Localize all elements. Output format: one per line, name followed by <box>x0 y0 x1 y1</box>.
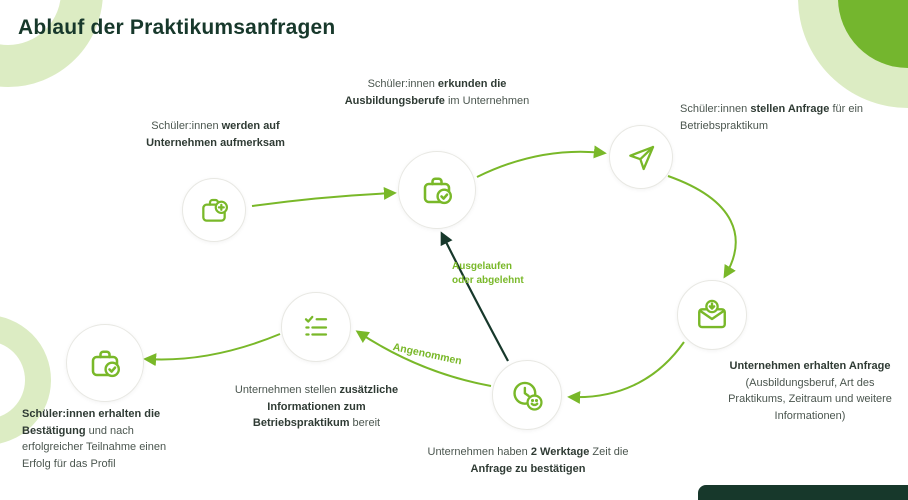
node-zusatzinfo <box>281 292 351 362</box>
node-aufmerksam <box>182 178 246 242</box>
briefcase-check-icon <box>423 177 452 205</box>
arrow-werktage-zusatzinfo <box>355 330 492 387</box>
label-bestaetigung: Schüler:innen erhalten die Bestätigung u… <box>22 408 167 470</box>
corner-arc-bottom-left <box>0 316 51 444</box>
arrow-werktage-erkunden-declined <box>440 231 509 362</box>
corner-arc-top-left <box>0 0 103 87</box>
page-title: Ablauf der Praktikumsanfragen <box>18 16 336 39</box>
label-zusatzinfo: Unternehmen stellen zusätzliche Informat… <box>234 384 399 429</box>
node-anfrage-stellen <box>609 125 673 189</box>
arrow-zusatzinfo-bestaetigung <box>143 333 281 367</box>
node-werktage <box>492 360 562 430</box>
node-bestaetigung <box>66 324 144 402</box>
clock-smiley-icon <box>513 381 543 411</box>
arrow-aufmerksam-erkunden <box>251 186 397 207</box>
label-anfrage-erhalten: Unternehmen erhalten Anfrage (Ausbildung… <box>728 360 892 422</box>
briefcase-plus-icon <box>202 198 228 222</box>
bottom-right-bar <box>698 485 908 500</box>
paper-plane-icon <box>629 145 655 171</box>
node-anfrage-erhalten <box>677 280 747 350</box>
checklist-icon <box>304 315 328 336</box>
label-aufmerksam: Schüler:innen werden auf Unternehmen auf… <box>146 120 285 149</box>
edge-label-declined: Ausgelaufen oder abgelehnt <box>452 261 524 286</box>
envelope-download-icon <box>698 299 726 329</box>
arrow-erhalten-werktage <box>567 341 685 404</box>
arrow-stellen-erhalten <box>667 175 737 279</box>
label-werktage: Unternehmen haben 2 Werktage Zeit die An… <box>427 446 629 475</box>
arrow-erkunden-stellen <box>476 145 607 178</box>
briefcase-check-icon <box>91 350 120 378</box>
label-erkunden: Schüler:innen erkunden die Ausbildungsbe… <box>344 78 530 107</box>
label-anfrage-stellen: Schüler:innen stellen Anfrage für ein Be… <box>680 103 864 132</box>
node-erkunden <box>398 151 476 229</box>
corner-blob-top-right-inner <box>838 0 908 68</box>
